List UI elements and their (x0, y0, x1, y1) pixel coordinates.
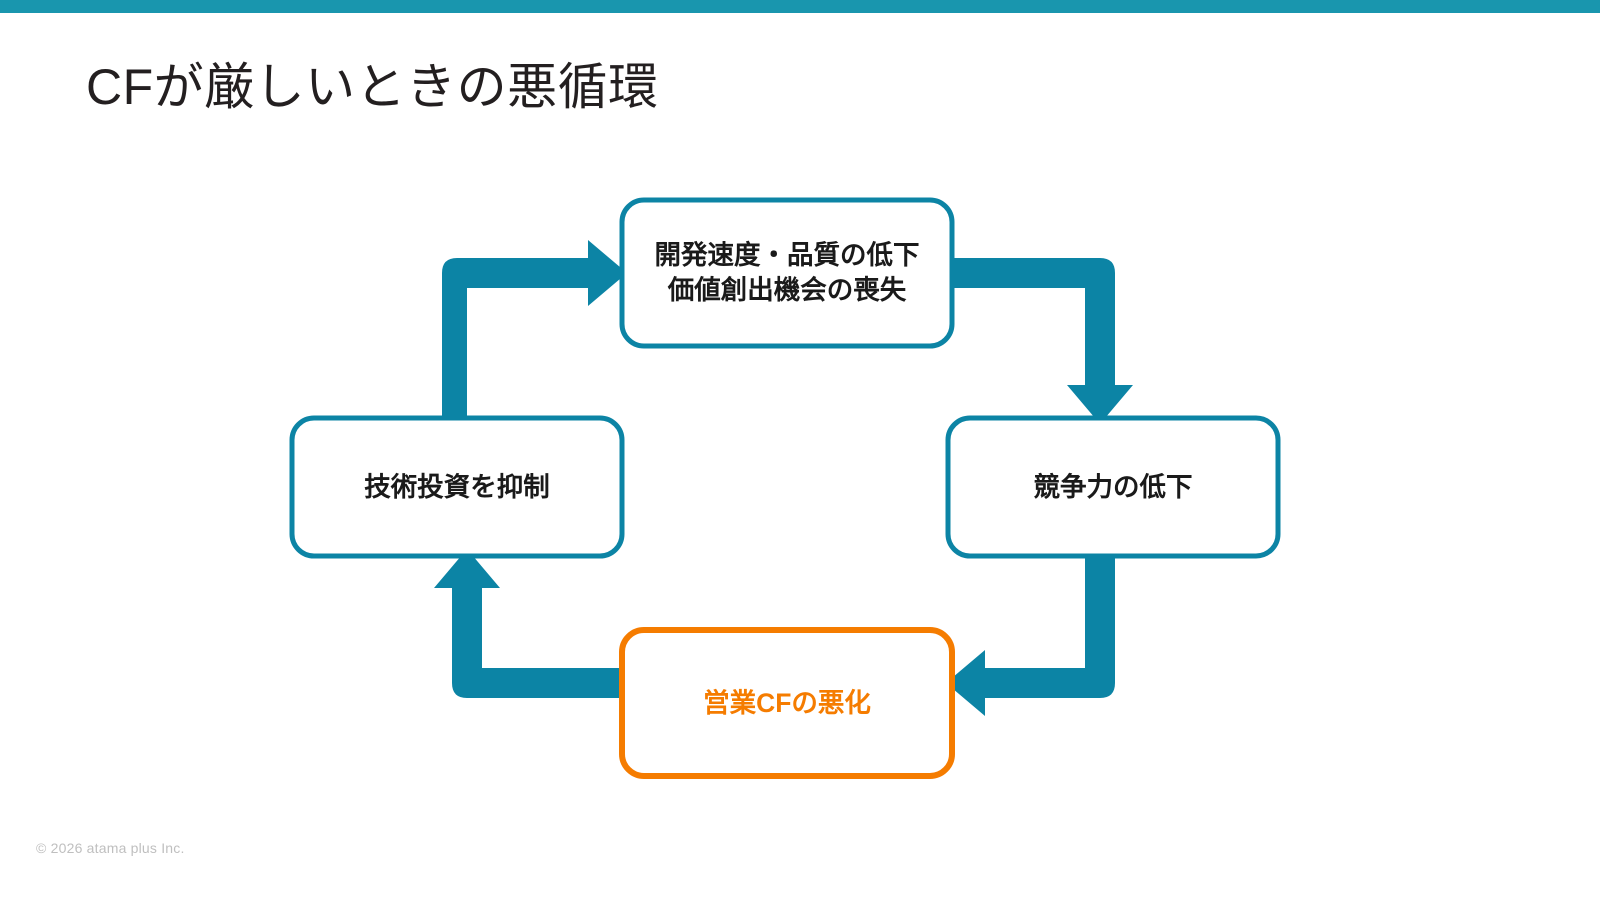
arrow-investment-to-dev (442, 240, 627, 418)
node-box-competitiveness[interactable] (945, 415, 1281, 559)
arrow-cf-to-investment (434, 549, 624, 698)
arrow-competitiveness-to-cf (946, 556, 1115, 716)
top-accent-bar (0, 0, 1600, 13)
node-box-operating-cf[interactable] (619, 627, 955, 779)
page-title: CFが厳しいときの悪循環 (86, 59, 659, 115)
node-box-tech-investment[interactable] (289, 415, 625, 559)
copyright-footer: © 2026 atama plus Inc. (36, 840, 185, 856)
arrow-dev-to-competitiveness (950, 258, 1133, 424)
node-box-dev[interactable] (619, 197, 955, 349)
